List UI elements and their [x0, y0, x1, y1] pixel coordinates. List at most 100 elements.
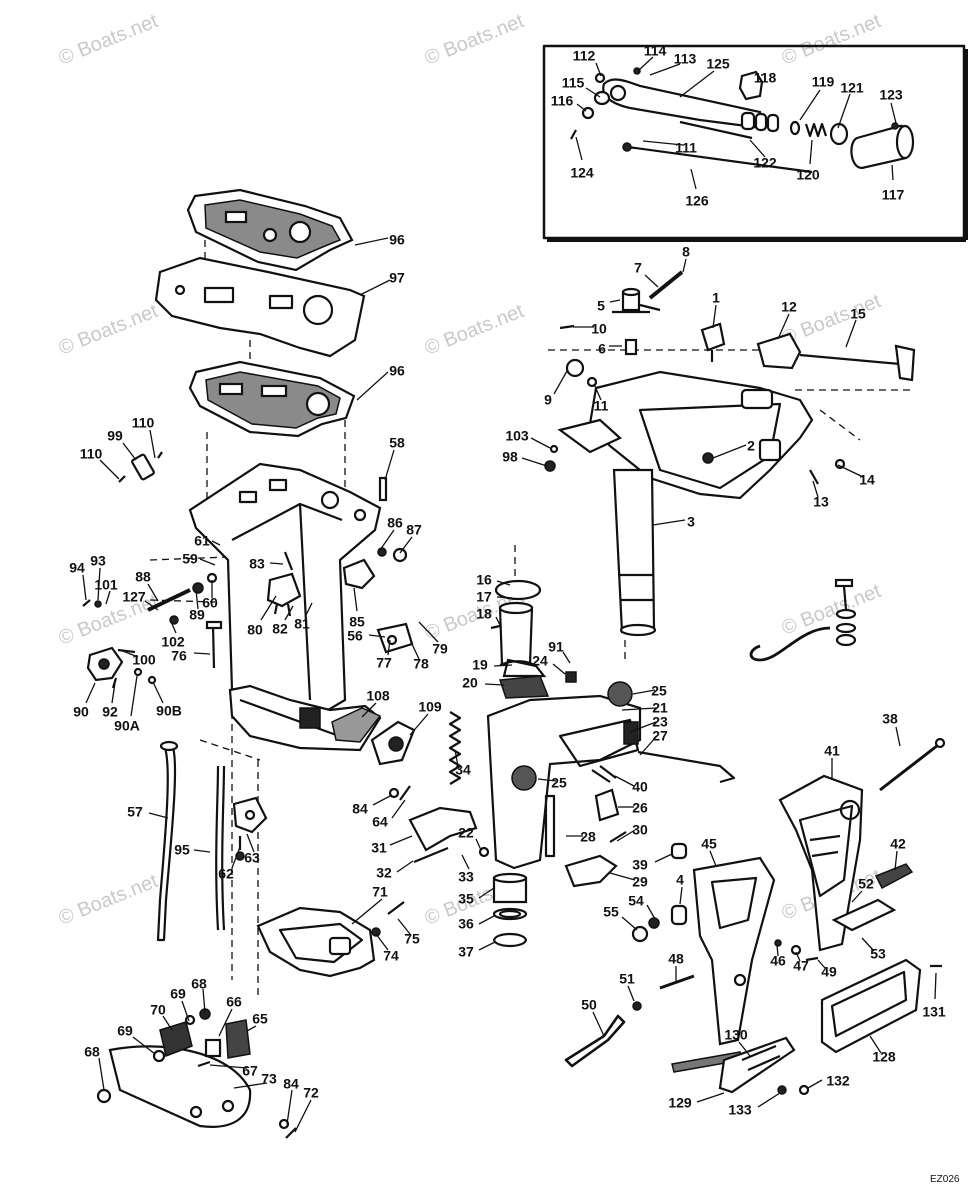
part-callout-95: 95 — [174, 842, 190, 858]
leader-line — [649, 63, 681, 76]
part-callout-110: 110 — [80, 446, 103, 462]
leader-line — [609, 299, 621, 303]
leader-line — [575, 136, 583, 161]
leader-line — [592, 1011, 605, 1037]
part-callout-109: 109 — [418, 699, 442, 715]
part-callout-117: 117 — [882, 187, 905, 203]
leader-line — [199, 558, 216, 566]
leader-line — [111, 682, 116, 704]
leader-line — [231, 846, 241, 869]
leader-line — [891, 164, 894, 181]
leader-line — [246, 1025, 257, 1032]
leader-line — [595, 62, 602, 77]
leader-line — [391, 799, 406, 819]
part-callout-89: 89 — [189, 607, 205, 623]
part-callout-23: 23 — [652, 714, 668, 730]
part-callout-57: 57 — [127, 804, 143, 820]
leader-line — [211, 540, 221, 546]
part-callout-34: 34 — [455, 762, 471, 778]
exhaust-housing — [188, 462, 416, 766]
part-callout-61: 61 — [194, 533, 210, 549]
part-callout-116: 116 — [551, 93, 574, 109]
part-callout-69: 69 — [170, 986, 186, 1002]
part-callout-37: 37 — [458, 944, 474, 960]
leader-line — [181, 1000, 190, 1022]
part-callout-51: 51 — [619, 971, 635, 987]
part-callout-131: 131 — [922, 1004, 946, 1020]
part-callout-101: 101 — [94, 577, 118, 593]
part-callout-77: 77 — [376, 655, 392, 671]
part-callout-124: 124 — [570, 165, 594, 181]
part-callout-66: 66 — [226, 994, 242, 1010]
leader-line — [521, 457, 548, 467]
part-callout-24: 24 — [532, 653, 548, 669]
part-callout-62: 62 — [218, 866, 234, 882]
leader-line — [837, 93, 851, 129]
part-callout-133: 133 — [728, 1102, 752, 1118]
leader-line — [410, 641, 420, 660]
leader-line — [396, 860, 414, 873]
part-callout-15: 15 — [850, 306, 866, 322]
drawing-code: EZ026 — [930, 1174, 960, 1185]
leader-line — [368, 634, 386, 638]
part-callout-112: 112 — [573, 48, 596, 64]
part-callout-6: 6 — [598, 341, 606, 357]
part-callout-3: 3 — [687, 514, 695, 530]
part-callout-45: 45 — [701, 836, 717, 852]
part-callout-92: 92 — [102, 704, 118, 720]
part-callout-80: 80 — [247, 622, 263, 638]
part-callout-122: 122 — [753, 155, 777, 171]
leader-line — [696, 1092, 725, 1103]
leader-line — [475, 838, 482, 851]
leader-line — [193, 652, 211, 655]
watermark-text: © Boats.net — [56, 870, 162, 930]
leader-line — [593, 383, 602, 401]
leader-line — [682, 258, 687, 273]
leader-line — [614, 775, 635, 787]
leader-line — [461, 854, 470, 870]
leader-line — [149, 429, 156, 459]
inset-tiller-assembly — [542, 44, 968, 242]
leader-line — [353, 587, 358, 612]
leader-line — [361, 702, 377, 718]
part-callout-68: 68 — [84, 1044, 100, 1060]
part-callout-8: 8 — [682, 244, 690, 260]
leader-line — [895, 726, 901, 747]
leader-line — [246, 833, 255, 853]
leader-line — [397, 918, 411, 935]
leader-line — [305, 602, 313, 616]
part-callout-74: 74 — [383, 948, 399, 964]
leader-line — [495, 616, 501, 626]
part-callout-96: 96 — [389, 363, 405, 379]
part-callout-98: 98 — [502, 449, 518, 465]
part-callout-126: 126 — [685, 193, 709, 209]
part-callout-25: 25 — [651, 683, 667, 699]
part-callout-27: 27 — [652, 728, 668, 744]
part-callout-67: 67 — [242, 1063, 258, 1079]
leader-line — [284, 605, 294, 621]
leader-line — [387, 639, 391, 656]
leader-line — [738, 1041, 751, 1057]
lower-cover-71 — [256, 901, 405, 978]
part-callout-81: 81 — [294, 616, 310, 632]
part-callout-54: 54 — [628, 893, 644, 909]
leader-line — [260, 595, 277, 621]
leader-line — [679, 886, 683, 905]
leader-line — [642, 140, 684, 146]
part-callout-71: 71 — [372, 884, 388, 900]
part-callout-93: 93 — [90, 553, 106, 569]
leader-line — [621, 916, 638, 931]
part-callout-65: 65 — [252, 1011, 268, 1027]
part-callout-19: 19 — [472, 657, 488, 673]
part-callout-85: 85 — [349, 614, 365, 630]
leader-line — [372, 794, 393, 806]
leader-line — [496, 580, 511, 586]
part-callout-128: 128 — [872, 1049, 896, 1065]
leader-line — [233, 1082, 268, 1089]
leader-line — [375, 933, 389, 951]
part-callout-103: 103 — [505, 428, 529, 444]
leader-line — [795, 951, 801, 962]
leader-line — [777, 313, 790, 340]
